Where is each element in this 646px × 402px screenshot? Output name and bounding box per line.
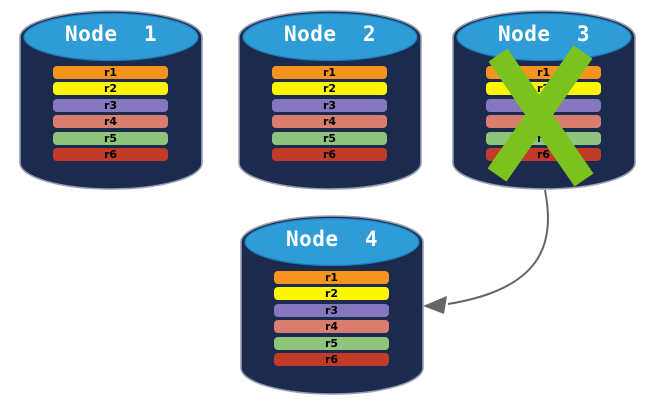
- row-r4: r4: [272, 115, 387, 129]
- node-4: Node 4 r1 r2 r3 r4 r5 r6: [240, 215, 424, 396]
- row-r6: r6: [272, 147, 387, 161]
- node-2: Node 2 r1 r2 r3 r4 r5 r6: [238, 10, 422, 191]
- cylinder-top: [244, 217, 420, 267]
- row-list: r1 r2 r3 r4 r5 r6: [53, 66, 168, 161]
- row-r5: r5: [272, 131, 387, 145]
- row-r4: r4: [486, 115, 601, 129]
- row-r3: r3: [272, 98, 387, 112]
- node-3: Node 3 r1 r2 r3 r4 r5 r6: [452, 10, 636, 191]
- row-r4: r4: [274, 320, 389, 334]
- node-title: Node 3: [497, 22, 590, 46]
- row-r3: r3: [53, 98, 168, 112]
- row-r1: r1: [53, 66, 168, 79]
- cylinder-top: [242, 12, 418, 62]
- row-r6: r6: [274, 352, 389, 366]
- row-r2: r2: [53, 82, 168, 96]
- row-list: r1 r2 r3 r4 r5 r6: [272, 66, 387, 161]
- arrowhead-icon: [423, 296, 447, 314]
- row-r1: r1: [274, 271, 389, 284]
- row-list: r1 r2 r3 r4 r5 r6: [274, 271, 389, 366]
- row-r6: r6: [53, 147, 168, 161]
- node-1: Node 1 r1 r2 r3 r4 r5 r6: [19, 10, 203, 191]
- node-title: Node 1: [64, 22, 157, 46]
- node-title: Node 2: [283, 22, 376, 46]
- row-r1: r1: [486, 66, 601, 79]
- row-r2: r2: [486, 82, 601, 96]
- node-title: Node 4: [285, 227, 378, 251]
- cylinder-top: [23, 12, 199, 62]
- row-r3: r3: [486, 98, 601, 112]
- row-r5: r5: [486, 131, 601, 145]
- row-r6: r6: [486, 147, 601, 161]
- row-r2: r2: [272, 82, 387, 96]
- row-r4: r4: [53, 115, 168, 129]
- row-r5: r5: [274, 336, 389, 350]
- row-list: r1 r2 r3 r4 r5 r6: [486, 66, 601, 161]
- row-r5: r5: [53, 131, 168, 145]
- row-r2: r2: [274, 287, 389, 301]
- arrow-curve: [447, 189, 549, 305]
- row-r3: r3: [274, 303, 389, 317]
- row-r1: r1: [272, 66, 387, 79]
